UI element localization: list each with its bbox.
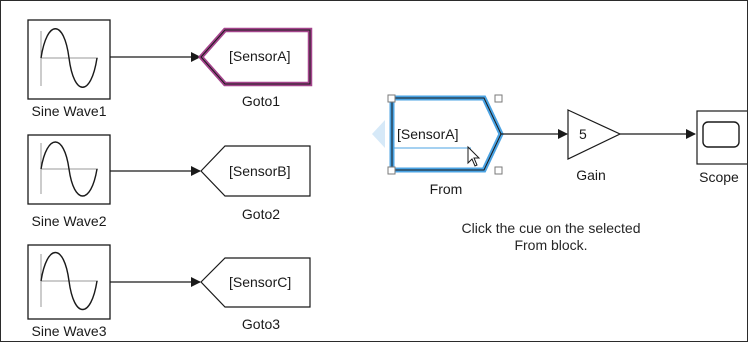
instruction-line-2: From block.: [514, 237, 588, 253]
scope-block[interactable]: [696, 110, 747, 165]
gain-value: 5: [579, 126, 587, 142]
goto-block-3[interactable]: [200, 257, 311, 308]
mouse-pointer-icon: [467, 145, 481, 167]
goto-1-label: Goto1: [241, 93, 281, 109]
from-cue-icon[interactable]: [372, 120, 385, 148]
gain-label: Gain: [576, 167, 606, 183]
from-block[interactable]: [389, 95, 504, 173]
goto-3-tag: [SensorC]: [229, 274, 292, 290]
goto-2-tag: [SensorB]: [229, 163, 291, 179]
scope-label: Scope: [699, 169, 739, 185]
instruction-caption: Click the cue on the selected From block…: [411, 220, 691, 254]
scope-screen-icon: [702, 121, 740, 148]
sine-icon: [40, 141, 98, 197]
gain-block[interactable]: [567, 109, 622, 160]
sine-icon: [40, 28, 98, 88]
from-label: From: [429, 181, 463, 197]
instruction-line-1: Click the cue on the selected: [461, 220, 641, 236]
goto-2-label: Goto2: [241, 206, 281, 222]
sine-wave-block-2[interactable]: [27, 134, 111, 205]
goto-1-tag: [SensorA]: [229, 48, 291, 64]
sine-wave-3-label: Sine Wave3: [31, 323, 107, 339]
goto-3-label: Goto3: [241, 316, 281, 332]
goto-block-1[interactable]: [197, 27, 313, 87]
sine-wave-1-label: Sine Wave1: [31, 103, 107, 119]
sine-wave-block-1[interactable]: [27, 19, 111, 100]
selection-handles[interactable]: [387, 94, 503, 175]
sine-wave-2-label: Sine Wave2: [31, 213, 107, 229]
sine-icon: [40, 251, 98, 311]
goto-block-2[interactable]: [200, 145, 311, 197]
from-tag: [SensorA]: [397, 126, 459, 142]
sine-wave-block-3[interactable]: [27, 244, 111, 320]
